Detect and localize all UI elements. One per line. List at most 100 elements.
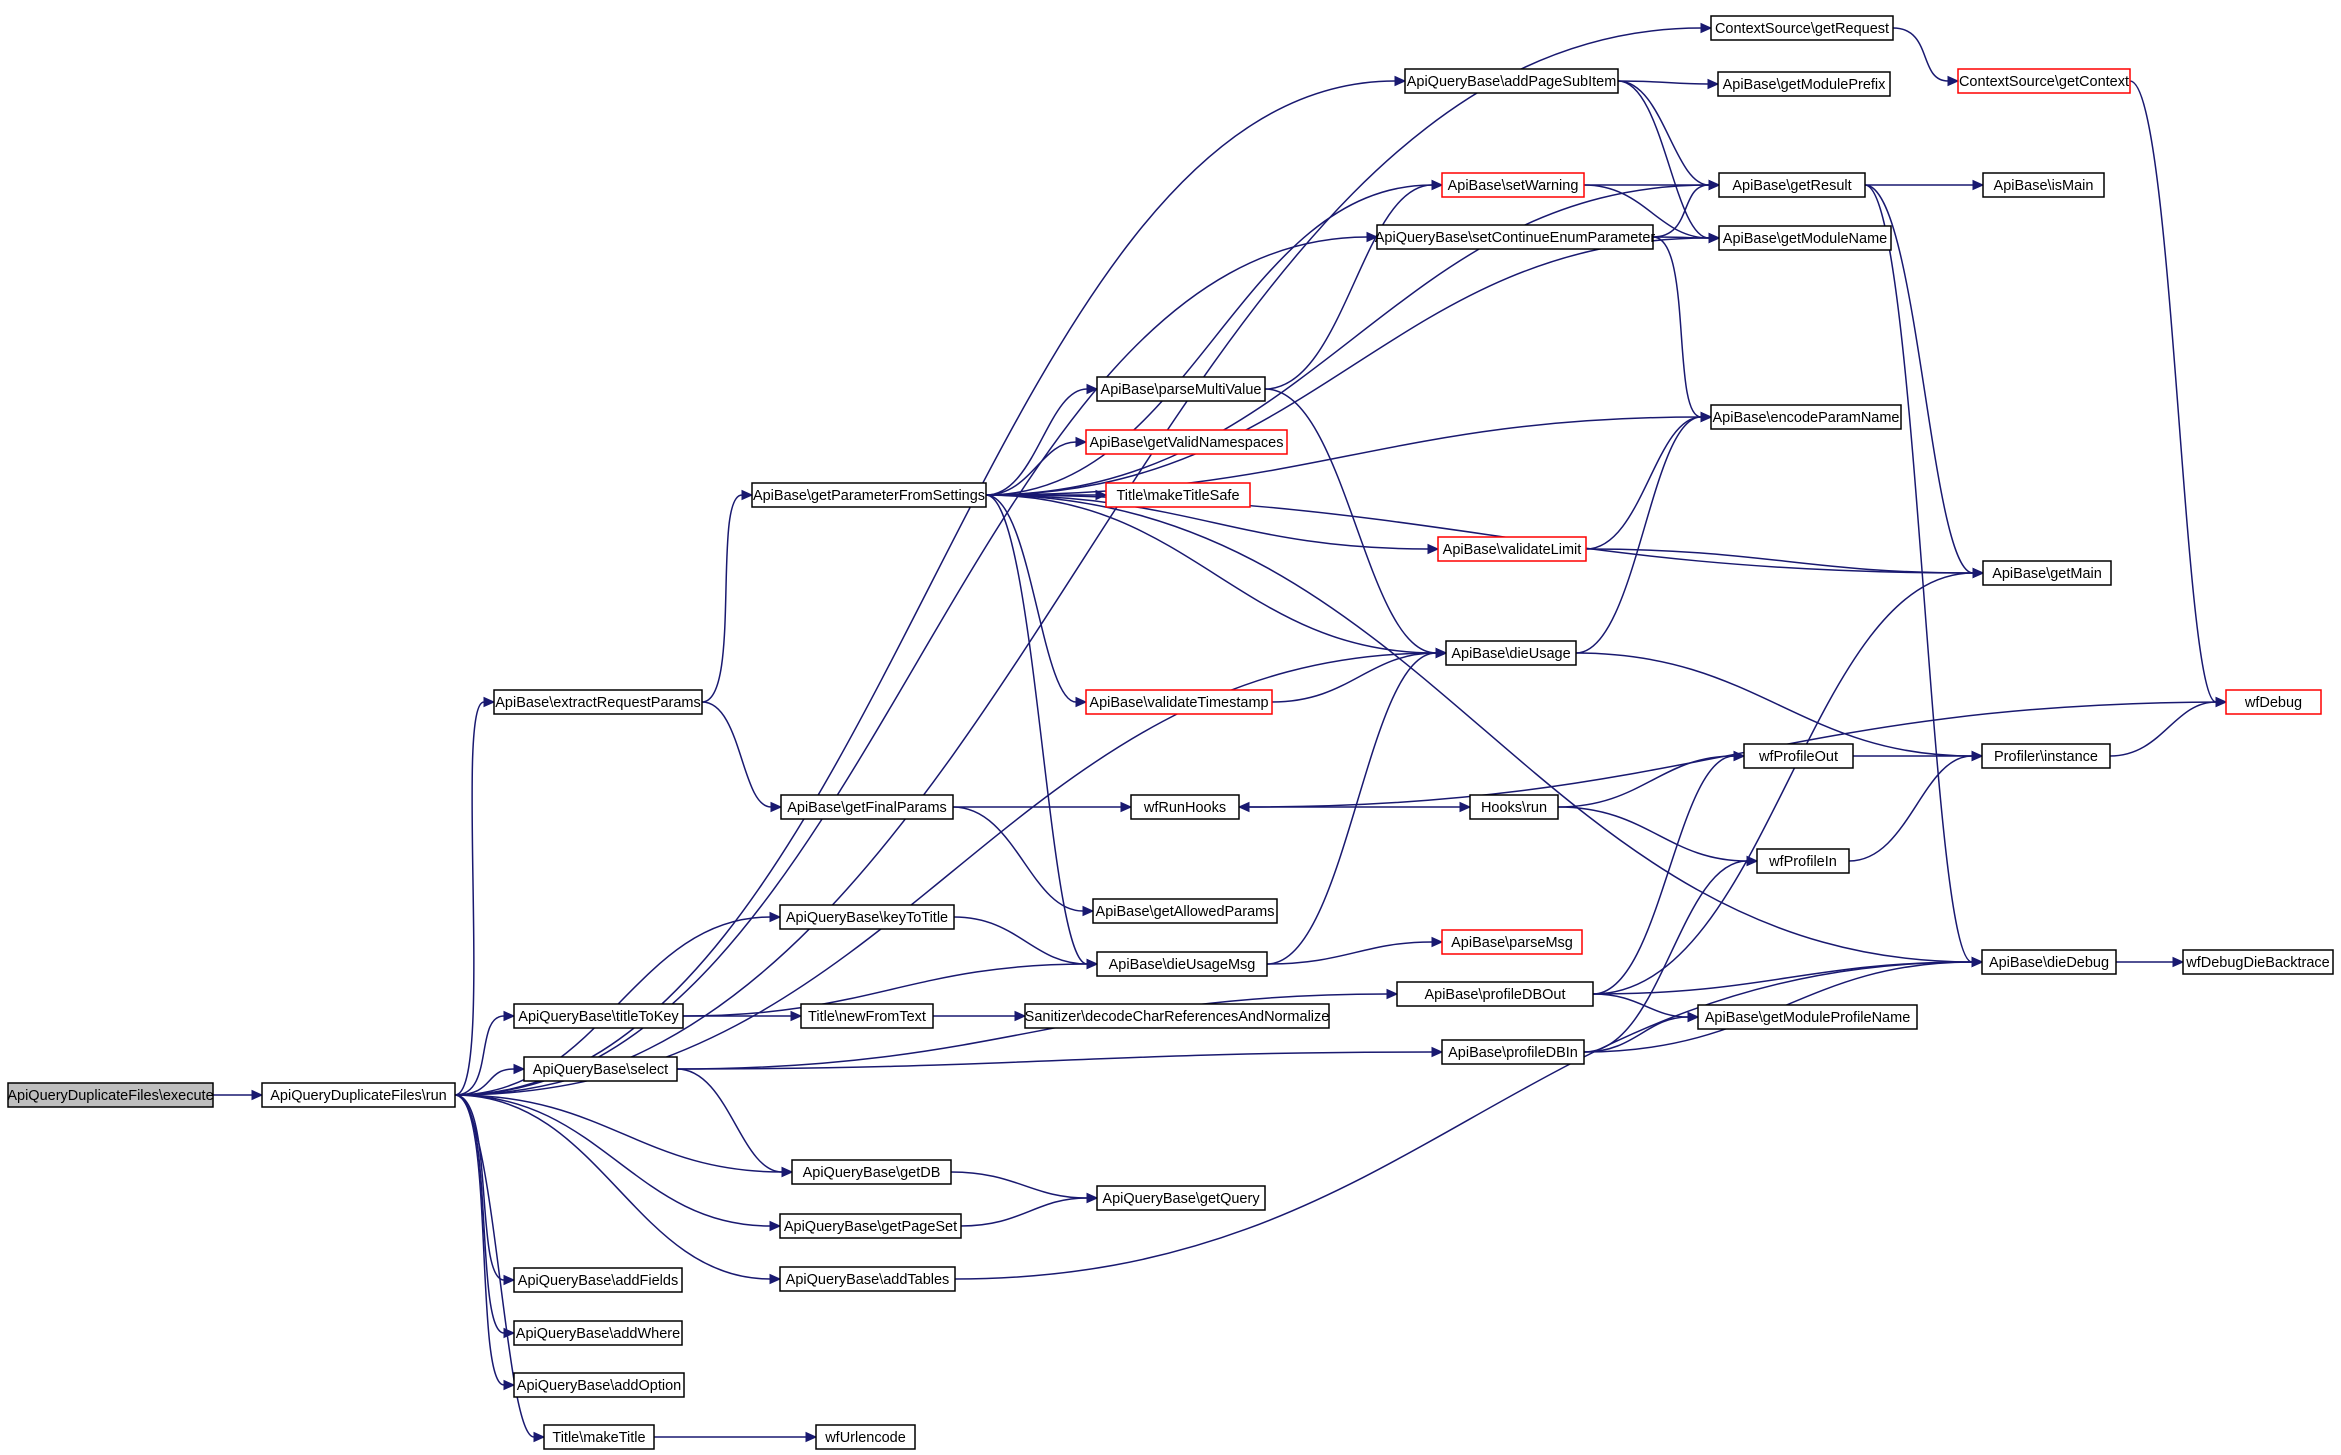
graph-node[interactable]: ApiBase\getModuleProfileName xyxy=(1697,1004,1918,1030)
node-label: ApiQueryBase\select xyxy=(533,1062,668,1078)
call-edge-n32-n33 xyxy=(2116,956,2185,968)
graph-node[interactable]: ApiQueryDuplicateFiles\run xyxy=(261,1082,456,1108)
edge-line xyxy=(454,1015,505,1096)
arrowhead-icon xyxy=(503,1327,516,1339)
graph-node[interactable]: ContextSource\getRequest xyxy=(1710,15,1894,41)
graph-node[interactable]: ApiBase\setWarning xyxy=(1441,172,1585,198)
graph-node[interactable]: ApiBase\getAllowedParams xyxy=(1092,898,1278,924)
graph-node[interactable]: wfRunHooks xyxy=(1130,794,1240,820)
edge-line xyxy=(1864,184,1974,574)
arrowhead-icon xyxy=(769,1273,782,1285)
graph-node[interactable]: wfDebug xyxy=(2225,689,2322,715)
edge-line xyxy=(1575,416,1702,654)
node-label: ApiQueryBase\addWhere xyxy=(516,1326,680,1342)
edge-line xyxy=(1652,184,1710,238)
graph-node[interactable]: ApiBase\isMain xyxy=(1982,172,2105,198)
node-label: Title\makeTitleSafe xyxy=(1116,488,1239,504)
node-box xyxy=(1092,898,1278,924)
edge-line xyxy=(1585,416,1702,550)
graph-node[interactable]: ApiBase\dieUsage xyxy=(1445,640,1577,666)
graph-node[interactable]: ApiBase\getResult xyxy=(1718,172,1866,198)
node-box xyxy=(1710,15,1894,41)
graph-node[interactable]: ApiBase\validateTimestamp xyxy=(1085,689,1273,715)
graph-node[interactable]: ApiQueryBase\getQuery xyxy=(1096,1185,1266,1211)
graph-node[interactable]: ApiBase\getFinalParams xyxy=(780,794,954,820)
arrowhead-icon xyxy=(769,1220,782,1232)
graph-node[interactable]: Title\newFromText xyxy=(800,1003,934,1029)
node-label: ApiQueryBase\getDB xyxy=(803,1165,941,1181)
edge-line xyxy=(1592,993,1689,1018)
graph-node[interactable]: ApiQueryBase\addFields xyxy=(513,1267,683,1293)
graph-node[interactable]: wfUrlencode xyxy=(815,1424,916,1450)
graph-node[interactable]: Profiler\instance xyxy=(1981,743,2111,769)
graph-node[interactable]: ApiBase\getModulePrefix xyxy=(1717,71,1891,97)
edge-line xyxy=(1617,80,1710,186)
edge-line xyxy=(1592,572,1974,995)
graph-node[interactable]: ApiBase\profileDBOut xyxy=(1396,981,1594,1007)
edge-line xyxy=(454,1068,515,1096)
edge-line xyxy=(2129,80,2217,703)
node-label: ApiQueryDuplicateFiles\execute xyxy=(7,1088,213,1104)
edge-line xyxy=(2109,701,2217,757)
call-edge-n39-n38 xyxy=(1583,1011,1700,1053)
graph-node[interactable]: ApiBase\parseMultiValue xyxy=(1096,376,1266,402)
graph-node[interactable]: Hooks\run xyxy=(1469,794,1559,820)
node-label: ApiBase\dieUsageMsg xyxy=(1109,957,1256,973)
graph-node[interactable]: wfProfileIn xyxy=(1756,848,1850,874)
node-label: ApiQueryBase\getQuery xyxy=(1102,1191,1260,1207)
node-box xyxy=(261,1082,456,1108)
graph-node[interactable]: ApiBase\getValidNamespaces xyxy=(1085,429,1288,455)
edge-line xyxy=(1848,755,1973,862)
graph-node[interactable]: Title\makeTitleSafe xyxy=(1105,482,1251,508)
graph-node[interactable]: Title\makeTitle xyxy=(543,1424,655,1450)
graph-node[interactable]: ApiQueryBase\titleToKey xyxy=(513,1003,684,1029)
graph-node[interactable]: ApiBase\dieUsageMsg xyxy=(1096,951,1268,977)
graph-node[interactable]: ApiQueryBase\addTables xyxy=(779,1266,956,1292)
graph-node[interactable]: ContextSource\getContext xyxy=(1957,68,2131,94)
graph-node[interactable]: ApiQueryBase\select xyxy=(523,1056,678,1082)
arrowhead-icon xyxy=(1746,855,1759,867)
call-edge-n1-n46 xyxy=(454,1094,516,1339)
graph-node[interactable]: ApiQueryBase\addOption xyxy=(513,1372,685,1398)
graph-node[interactable]: ApiQueryBase\setContinueEnumParameter xyxy=(1375,224,1656,250)
node-label: ApiBase\setWarning xyxy=(1448,178,1579,194)
node-label: ApiQueryBase\titleToKey xyxy=(518,1009,679,1025)
graph-node[interactable]: ApiQueryBase\addWhere xyxy=(513,1320,683,1346)
edge-line xyxy=(454,701,485,1096)
graph-node[interactable]: ApiBase\validateLimit xyxy=(1437,536,1587,562)
graph-node[interactable]: ApiBase\profileDBIn xyxy=(1441,1039,1585,1065)
graph-node[interactable]: ApiBase\getMain xyxy=(1982,560,2112,586)
graph-node[interactable]: wfDebugDieBacktrace xyxy=(2182,949,2334,975)
edge-line xyxy=(1266,941,1433,965)
graph-node[interactable]: ApiBase\parseMsg xyxy=(1441,929,1583,955)
graph-node[interactable]: ApiQueryBase\getPageSet xyxy=(779,1213,962,1239)
arrowhead-icon xyxy=(513,1063,526,1075)
arrowhead-icon xyxy=(1971,750,1984,762)
graph-node[interactable]: ApiBase\getModuleName xyxy=(1718,225,1892,251)
edge-line xyxy=(676,993,1388,1070)
node-label: ApiQueryBase\addPageSubItem xyxy=(1407,74,1617,90)
edge-line xyxy=(701,494,743,703)
node-box xyxy=(1437,536,1587,562)
call-edge-n0-n1 xyxy=(212,1089,264,1101)
graph-node[interactable]: wfProfileOut xyxy=(1743,743,1854,769)
node-box xyxy=(513,1320,683,1346)
graph-node[interactable]: ApiQueryBase\keyToTitle xyxy=(779,904,955,930)
arrowhead-icon xyxy=(483,696,496,708)
edge-line xyxy=(454,1094,771,1227)
graph-node[interactable]: ApiBase\getParameterFromSettings xyxy=(751,482,987,508)
graph-node[interactable]: Sanitizer\decodeCharReferencesAndNormali… xyxy=(1024,1003,1330,1029)
graph-node[interactable]: ApiBase\dieDebug xyxy=(1981,949,2117,975)
graph-node[interactable]: ApiQueryBase\getDB xyxy=(791,1159,952,1185)
edge-line xyxy=(676,1068,783,1173)
node-box xyxy=(1096,951,1268,977)
graph-node[interactable]: ApiBase\extractRequestParams xyxy=(493,689,703,715)
graph-node[interactable]: ApiQueryBase\addPageSubItem xyxy=(1404,68,1619,94)
node-label: ApiQueryBase\addOption xyxy=(517,1378,681,1394)
graph-node[interactable]: ApiQueryDuplicateFiles\execute xyxy=(7,1082,214,1108)
node-box xyxy=(1981,743,2111,769)
edge-line xyxy=(985,494,1429,550)
graph-node[interactable]: ApiBase\encodeParamName xyxy=(1710,404,1902,430)
node-box xyxy=(513,1372,685,1398)
call-edge-n1-n9 xyxy=(454,231,1379,1096)
